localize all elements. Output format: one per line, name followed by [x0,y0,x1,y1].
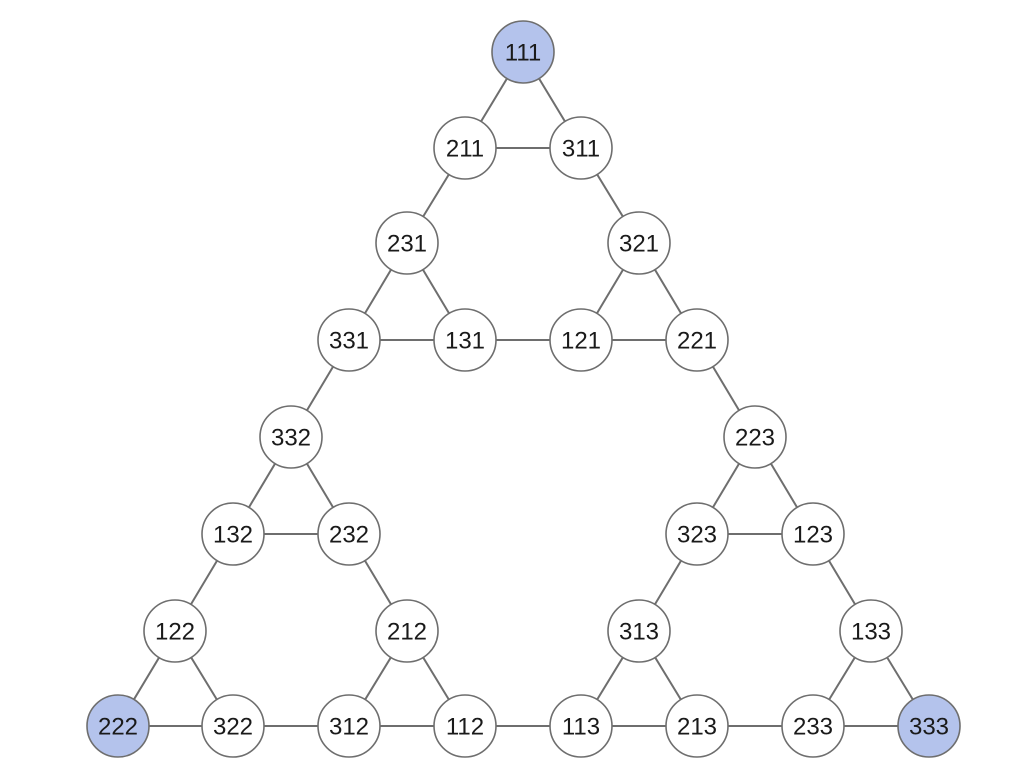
node-circle-113 [549,694,613,758]
node-circle-123 [781,502,845,566]
node-label-332: 332 [271,425,311,452]
node-112: 112 [433,694,497,758]
node-label-322: 322 [213,714,253,741]
node-label-313: 313 [619,619,659,646]
node-circle-221 [665,308,729,372]
node-circle-311 [549,116,613,180]
node-label-132: 132 [213,522,253,549]
node-circle-111 [491,20,555,84]
node-label-232: 232 [329,522,369,549]
node-231: 231 [375,211,439,275]
node-label-233: 233 [793,714,833,741]
node-123: 123 [781,502,845,566]
node-circle-112 [433,694,497,758]
node-circle-222 [86,694,150,758]
node-212: 212 [375,599,439,663]
node-circle-122 [143,599,207,663]
node-circle-313 [607,599,671,663]
node-322: 322 [201,694,265,758]
node-label-211: 211 [446,136,484,163]
node-label-111: 111 [505,40,541,67]
node-label-221: 221 [677,328,717,355]
node-332: 332 [259,405,323,469]
node-321: 321 [607,211,671,275]
node-333: 333 [897,694,961,758]
node-223: 223 [723,405,787,469]
node-circle-332 [259,405,323,469]
node-233: 233 [781,694,845,758]
node-331: 331 [317,308,381,372]
node-circle-233 [781,694,845,758]
node-132: 132 [201,502,265,566]
node-label-213: 213 [677,714,717,741]
node-circle-331 [317,308,381,372]
node-122: 122 [143,599,207,663]
node-113: 113 [549,694,613,758]
node-label-311: 311 [562,136,600,163]
node-circle-322 [201,694,265,758]
node-213: 213 [665,694,729,758]
node-313: 313 [607,599,671,663]
node-circle-232 [317,502,381,566]
node-circle-132 [201,502,265,566]
node-circle-223 [723,405,787,469]
node-121: 121 [549,308,613,372]
node-label-312: 312 [329,714,369,741]
node-circle-133 [839,599,903,663]
node-232: 232 [317,502,381,566]
node-211: 211 [433,116,497,180]
node-label-113: 113 [562,714,600,741]
node-label-223: 223 [735,425,775,452]
node-label-333: 333 [909,714,949,741]
node-label-212: 212 [387,619,427,646]
node-222: 222 [86,694,150,758]
node-label-122: 122 [155,619,195,646]
node-circle-312 [317,694,381,758]
node-circle-321 [607,211,671,275]
node-label-222: 222 [98,714,138,741]
node-circle-231 [375,211,439,275]
node-label-133: 133 [851,619,891,646]
node-circle-211 [433,116,497,180]
node-label-112: 112 [446,714,484,741]
edges [117,51,930,727]
node-111: 111 [491,20,555,84]
node-circle-131 [433,308,497,372]
node-131: 131 [433,308,497,372]
node-311: 311 [549,116,613,180]
node-circle-212 [375,599,439,663]
node-circle-121 [549,308,613,372]
node-312: 312 [317,694,381,758]
node-221: 221 [665,308,729,372]
node-label-231: 231 [387,231,427,258]
node-circle-323 [665,502,729,566]
node-label-331: 331 [329,328,369,355]
node-label-321: 321 [619,231,659,258]
node-133: 133 [839,599,903,663]
nodes: 111 211 311 231 321 331 131 121 221 332 223 132 232 3… [86,20,961,758]
node-323: 323 [665,502,729,566]
node-label-323: 323 [677,522,717,549]
node-circle-213 [665,694,729,758]
node-label-123: 123 [793,522,833,549]
node-label-121: 121 [561,328,601,355]
node-label-131: 131 [445,328,485,355]
node-circle-333 [897,694,961,758]
